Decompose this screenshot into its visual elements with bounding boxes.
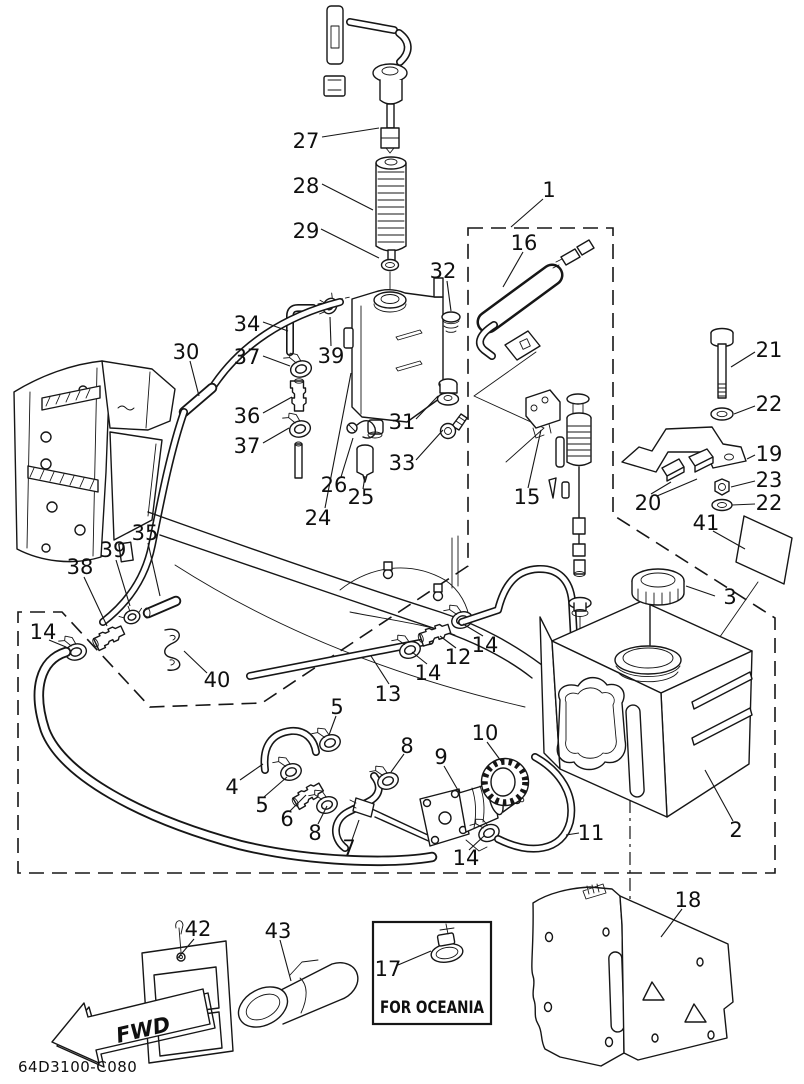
- callout-16: 16: [511, 231, 538, 255]
- sleeve-43-illustration: [237, 959, 359, 1028]
- callout-numbers: 27 28 29 1 16 32 34 30 37 39 36 31 37 33…: [30, 129, 783, 981]
- callout-36: 36: [234, 404, 261, 428]
- fuel-hose-30-illustration: [99, 298, 344, 626]
- callout-7: 7: [342, 836, 355, 860]
- callout-27: 27: [293, 129, 320, 153]
- callout-33: 33: [389, 451, 416, 475]
- primer-pump-illustration: [323, 5, 412, 154]
- pad-41-illustration: [689, 515, 793, 681]
- pump-wire-illustration: [349, 797, 434, 844]
- callout-22b: 22: [756, 491, 783, 515]
- oceania-box-label: FOR OCEANIA: [380, 998, 485, 1018]
- tube-35-illustration: [142, 595, 182, 619]
- callout-5b: 5: [255, 793, 268, 817]
- pipe-13-illustration: [246, 637, 434, 680]
- callout-37b: 37: [234, 434, 261, 458]
- callout-8b: 8: [400, 734, 413, 758]
- lead-wire-16-illustration: [473, 239, 595, 463]
- dampers-20-illustration: [661, 448, 714, 482]
- drawing-code: 64D3100-C080: [18, 1058, 137, 1076]
- callout-28: 28: [293, 174, 320, 198]
- callout-11: 11: [578, 821, 605, 845]
- callout-18: 18: [675, 888, 702, 912]
- hose-11-illustration: [494, 753, 576, 853]
- bracket-19-illustration: [621, 426, 747, 473]
- callout-17: 17: [375, 957, 402, 981]
- long-fuel-hose-illustration: [33, 646, 438, 867]
- joint-36-illustration: [289, 378, 307, 412]
- arm-stud-1: [382, 561, 394, 580]
- callout-2: 2: [729, 818, 742, 842]
- knob-10-illustration: [480, 757, 530, 807]
- callout-1: 1: [542, 178, 555, 202]
- callout-6: 6: [280, 807, 293, 831]
- callout-25: 25: [348, 485, 375, 509]
- plug-17-illustration: [430, 923, 464, 963]
- nut-23-illustration: [714, 478, 730, 496]
- washer-22a-illustration: [710, 407, 734, 421]
- filter-illustration: [375, 156, 407, 262]
- callout-42: 42: [185, 917, 212, 941]
- callout-9: 9: [434, 745, 447, 769]
- hose-clamp-37b-illustration: [281, 408, 313, 442]
- callout-24: 24: [305, 506, 332, 530]
- callout-12: 12: [445, 645, 472, 669]
- callout-20: 20: [635, 491, 662, 515]
- callout-14a: 14: [30, 620, 57, 644]
- grommet-40-illustration: [164, 628, 181, 671]
- callout-39a: 39: [318, 344, 345, 368]
- callout-4: 4: [225, 775, 238, 799]
- callout-34: 34: [234, 312, 261, 336]
- callout-8a: 8: [308, 821, 321, 845]
- grommet-31-illustration: [436, 378, 460, 406]
- tube-24-25-26-illustration: [294, 420, 377, 483]
- callout-30: 30: [173, 340, 200, 364]
- callout-32: 32: [430, 259, 457, 283]
- bolt-21-illustration: [710, 327, 734, 399]
- callout-22a: 22: [756, 392, 783, 416]
- callout-5a: 5: [330, 695, 343, 719]
- callout-39b: 39: [100, 538, 127, 562]
- bolt-33-illustration: [439, 413, 468, 440]
- callout-3: 3: [723, 585, 736, 609]
- grommet-32-illustration: [441, 311, 461, 333]
- callout-29: 29: [293, 219, 320, 243]
- oil-level-sender-15-illustration: [525, 389, 592, 644]
- fuel-tank-illustration: [539, 600, 753, 818]
- callout-14d: 14: [453, 846, 480, 870]
- callout-14c: 14: [472, 633, 499, 657]
- oceania-inset-box: FOR OCEANIA: [371, 920, 493, 1026]
- callout-23: 23: [756, 468, 783, 492]
- callout-41: 41: [693, 511, 720, 535]
- callout-14b: 14: [415, 661, 442, 685]
- washer-22b-illustration: [711, 498, 733, 512]
- joint-38-illustration: [89, 623, 127, 653]
- callout-13: 13: [375, 682, 402, 706]
- hose-clamp-5b-illustration: [270, 750, 305, 786]
- mount-bracket-18-illustration: [531, 883, 734, 1067]
- callout-19: 19: [756, 442, 783, 466]
- elbow-hose-4-illustration: [260, 726, 320, 774]
- callout-35: 35: [132, 521, 159, 545]
- callout-26: 26: [321, 473, 348, 497]
- arm-stud-2: [432, 583, 444, 602]
- callout-40: 40: [204, 668, 231, 692]
- callout-43: 43: [265, 919, 292, 943]
- oil-reservoir-illustration: [317, 277, 444, 439]
- callout-21: 21: [756, 338, 783, 362]
- steering-arm-illustration: [147, 511, 543, 708]
- oring-29-illustration: [380, 258, 400, 297]
- clamp-bracket-illustration: [13, 360, 176, 563]
- tank-cap-illustration: [631, 568, 685, 606]
- callout-38: 38: [67, 555, 94, 579]
- callout-31: 31: [389, 410, 416, 434]
- callout-15: 15: [514, 485, 541, 509]
- leader-lines: [48, 127, 756, 982]
- callout-10: 10: [472, 721, 499, 745]
- callout-37a: 37: [234, 345, 261, 369]
